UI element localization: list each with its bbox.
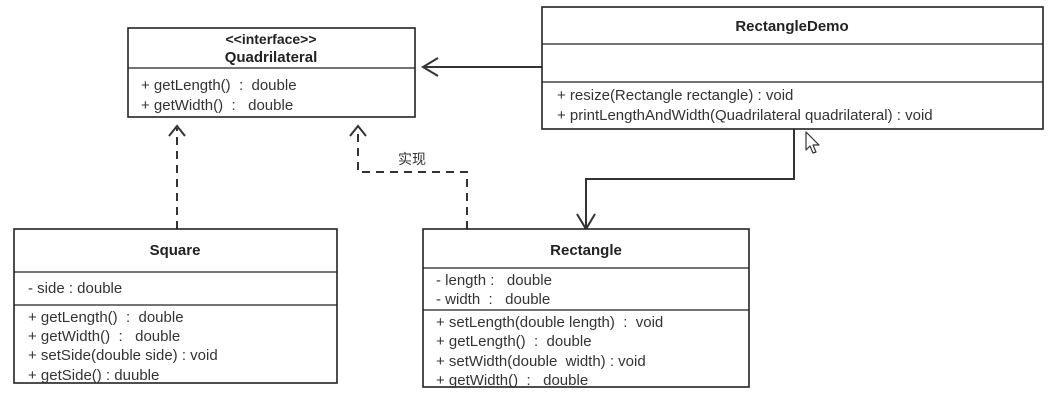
quadrilateral-method: + getWidth() : double [141, 97, 293, 114]
rectangle-attribute: - length : double [436, 272, 552, 289]
demo-to-quadrilateral-dependency [421, 57, 542, 77]
class-rectangle: Rectangle - length : double - width : do… [422, 228, 750, 389]
quadrilateral-name: Quadrilateral [225, 49, 318, 66]
class-square: Square - side : double + getLength() : d… [13, 228, 338, 384]
square-method: + setSide(double side) : void [28, 347, 218, 364]
demo-to-rectangle-dependency [576, 129, 795, 231]
rectangle-method: + getWidth() : double [436, 372, 588, 389]
quadrilateral-method: + getLength() : double [141, 77, 297, 94]
rectangle-demo-name: RectangleDemo [735, 18, 848, 35]
rectangle-attribute: - width : double [436, 291, 550, 308]
square-method: + getSide() : duuble [28, 367, 159, 384]
class-quadrilateral: <<interface>> Quadrilateral + getLength(… [127, 27, 416, 118]
square-realizes-quadrilateral [168, 124, 186, 229]
rectangle-name: Rectangle [550, 242, 622, 259]
rectangle-method: + getLength() : double [436, 333, 592, 350]
class-rectangle-demo: RectangleDemo + resize(Rectangle rectang… [541, 6, 1044, 130]
rectangle-demo-method: + resize(Rectangle rectangle) : void [557, 87, 793, 104]
square-method: + getLength() : double [28, 309, 184, 326]
rectangle-demo-method: + printLengthAndWidth(Quadrilateral quad… [557, 107, 933, 124]
mouse-cursor-icon [805, 131, 820, 154]
realization-label: 实现 [398, 152, 426, 168]
square-method: + getWidth() : double [28, 328, 180, 345]
rectangle-realizes-quadrilateral: 实现 [349, 124, 468, 229]
quadrilateral-stereotype: <<interface>> [225, 31, 316, 47]
square-attribute: - side : double [28, 280, 122, 297]
square-name: Square [150, 242, 201, 259]
rectangle-method: + setWidth(double width) : void [436, 353, 646, 370]
rectangle-method: + setLength(double length) : void [436, 314, 663, 331]
